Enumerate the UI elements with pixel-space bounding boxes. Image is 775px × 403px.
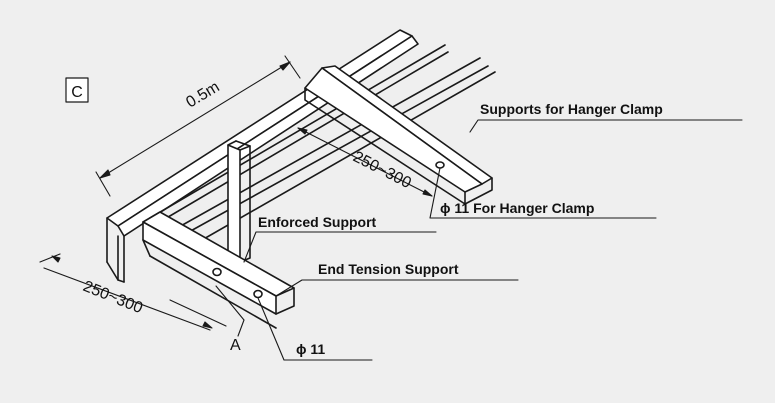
label-enforced-support: Enforced Support	[258, 214, 377, 230]
label-supports-hanger-clamp: Supports for Hanger Clamp	[480, 101, 663, 117]
dimension-length	[95, 55, 301, 197]
dimension-spacing-upper	[297, 127, 433, 197]
section-a-marker	[215, 285, 245, 337]
label-hole-small: ϕ 11	[296, 341, 325, 357]
dimension-spacing-lower	[39, 253, 227, 331]
dimension-lower-label: 250~300	[81, 278, 146, 317]
label-hole-hanger-clamp: ϕ 11 For Hanger Clamp	[440, 200, 594, 216]
dimension-upper-label: 250~300	[350, 148, 414, 192]
view-marker-label: C	[71, 84, 83, 101]
end-tension-support	[142, 211, 295, 329]
label-end-tension-support: End Tension Support	[318, 261, 459, 277]
upper-hanger-support	[304, 65, 493, 205]
view-marker-box	[65, 77, 89, 103]
leader-lines	[243, 119, 743, 361]
enforced-support-post	[227, 140, 251, 263]
label-section-a: A	[230, 337, 241, 354]
